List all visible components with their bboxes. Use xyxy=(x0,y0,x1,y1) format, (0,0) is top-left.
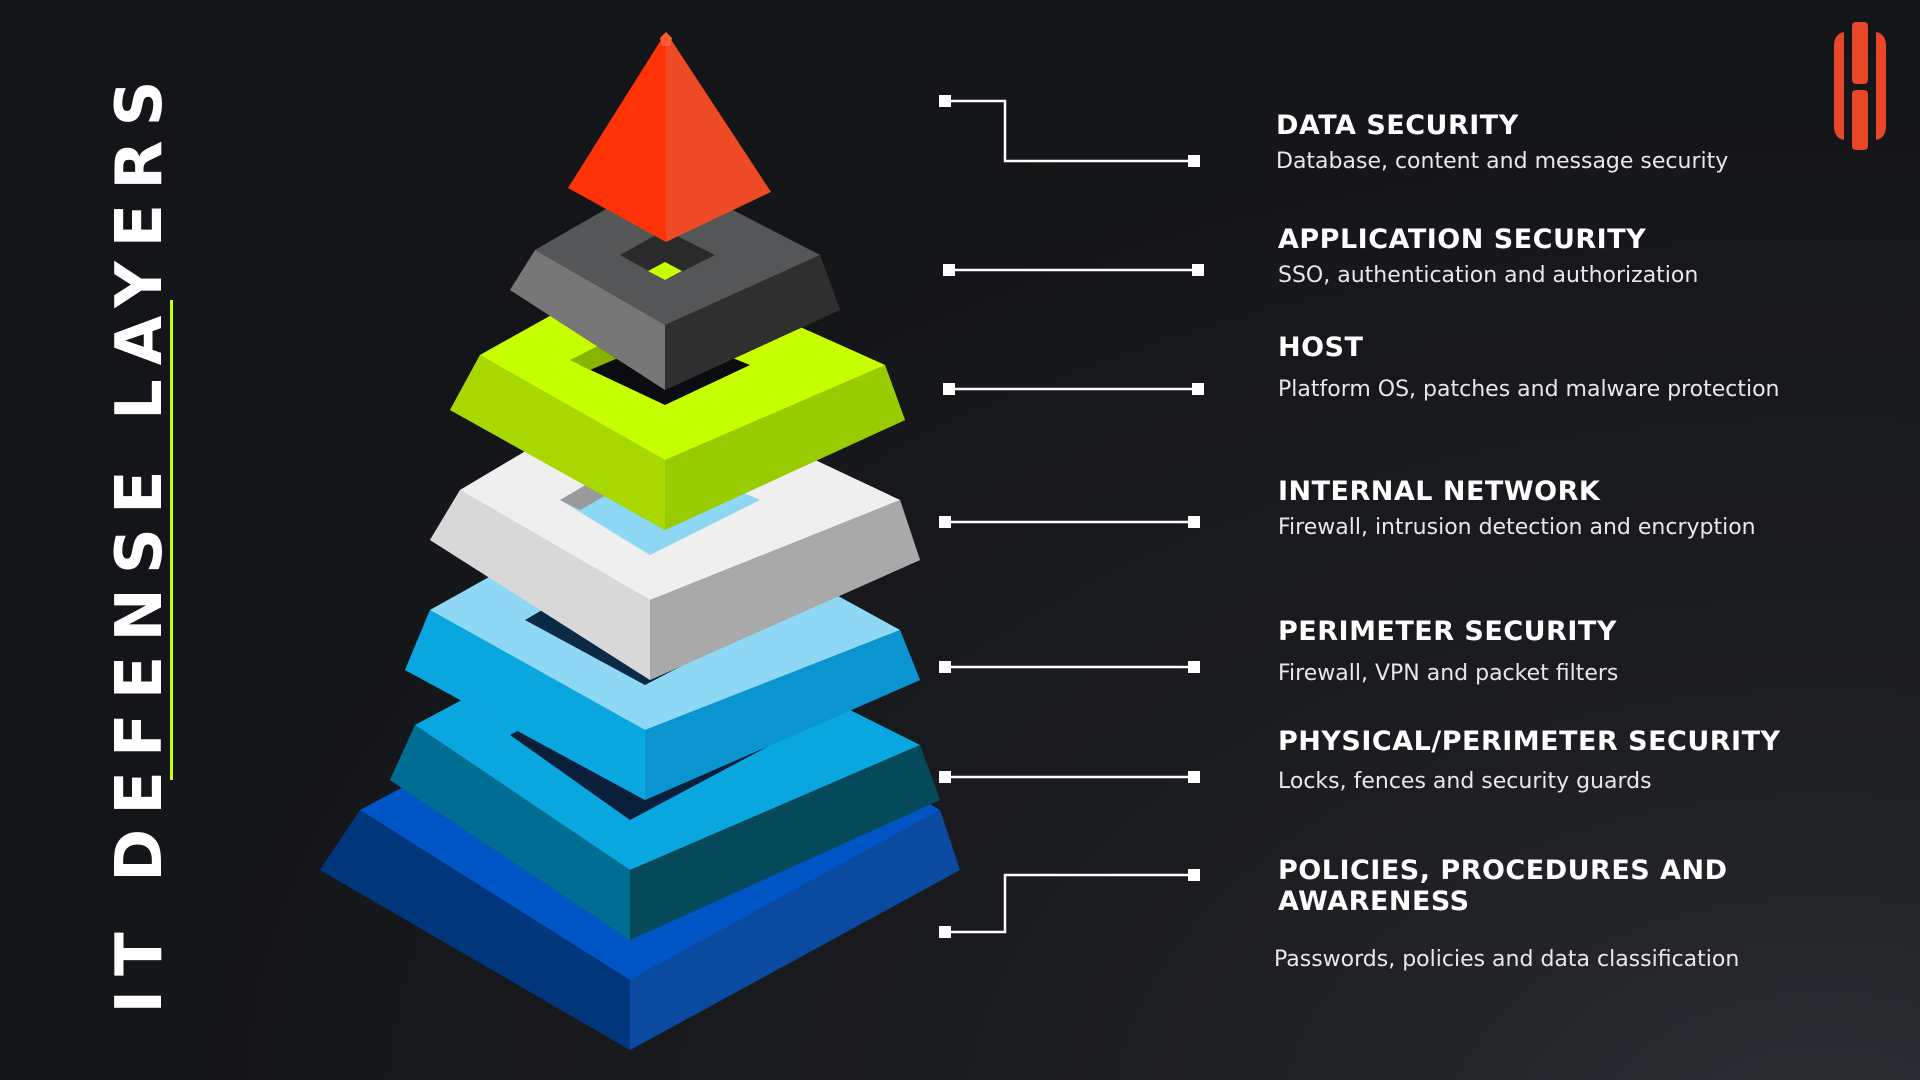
title-accent-line xyxy=(170,300,173,780)
layer-data-security: DATA SECURITY Database, content and mess… xyxy=(1276,110,1896,174)
layer-description: Firewall, VPN and packet filters xyxy=(1278,661,1619,686)
layer-host: HOST Platform OS, patches and malware pr… xyxy=(1278,332,1898,402)
layer-description: Passwords, policies and data classificat… xyxy=(1274,947,1740,972)
layer-internal-network: INTERNAL NETWORK Firewall, intrusion det… xyxy=(1278,476,1898,540)
layer-title: APPLICATION SECURITY xyxy=(1278,224,1647,255)
layer-physical-perimeter-security: PHYSICAL/PERIMETER SECURITY Locks, fence… xyxy=(1278,726,1898,794)
layer-title: PHYSICAL/PERIMETER SECURITY xyxy=(1278,726,1781,757)
layer-title: PERIMETER SECURITY xyxy=(1278,616,1617,647)
layer-description: Locks, fences and security guards xyxy=(1278,769,1652,794)
layer-description: Database, content and message security xyxy=(1276,149,1729,174)
layer-title: DATA SECURITY xyxy=(1276,110,1519,141)
page-title: IT DEFENSE LAYERS xyxy=(103,66,177,1014)
layer-perimeter-security: PERIMETER SECURITY Firewall, VPN and pac… xyxy=(1278,616,1898,686)
brand-logo-icon xyxy=(1834,22,1886,150)
layer-description: SSO, authentication and authorization xyxy=(1278,263,1699,288)
layer-title: HOST xyxy=(1278,332,1364,363)
layer-description: Firewall, intrusion detection and encryp… xyxy=(1278,515,1756,540)
layer-application-security: APPLICATION SECURITY SSO, authentication… xyxy=(1278,224,1898,288)
layer-title: INTERNAL NETWORK xyxy=(1278,476,1601,507)
layer-connectors xyxy=(939,95,1204,938)
layer-description: Platform OS, patches and malware protect… xyxy=(1278,377,1780,402)
defense-pyramid-diagram xyxy=(320,32,960,1050)
layer-policies-procedures-awareness: POLICIES, PROCEDURES AND AWARENESS Passw… xyxy=(1274,855,1918,972)
layer-title: POLICIES, PROCEDURES AND AWARENESS xyxy=(1278,855,1728,917)
pyramid-tier-application xyxy=(510,175,840,390)
pyramid-tier-data-security xyxy=(568,32,771,242)
